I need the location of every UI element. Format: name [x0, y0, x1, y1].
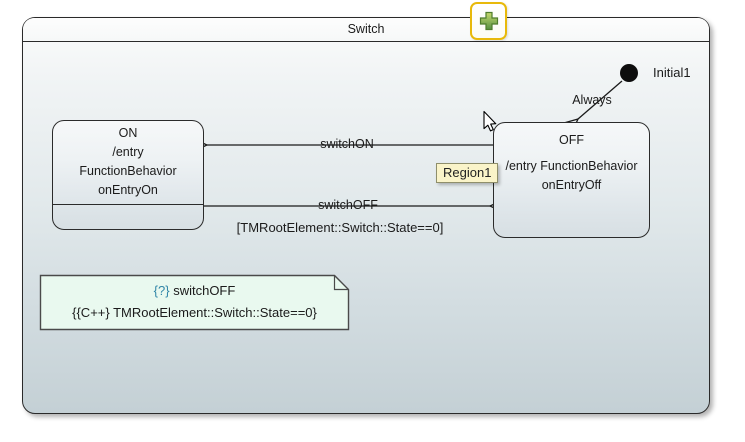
note-title: switchOFF — [173, 283, 236, 298]
state-off-name: OFF — [559, 133, 584, 147]
state-machine-title: Switch — [347, 22, 385, 36]
note-title-line: {?} switchOFF — [40, 280, 349, 302]
note-body: {{C++} TMRootElement::Switch::State==0} — [72, 305, 317, 320]
state-off-entry-line: /entry FunctionBehavior — [505, 159, 638, 173]
note-guard-icon: {?} — [153, 283, 170, 298]
transition-always-label[interactable]: Always — [572, 93, 612, 107]
state-off-action-line: onEntryOff — [541, 178, 602, 192]
state-on-name: ON — [118, 126, 138, 140]
note-switchoff-guard[interactable]: {?} switchOFF {{C++} TMRootElement::Swit… — [40, 280, 349, 324]
state-on[interactable]: ON /entry FunctionBehavior onEntryOn — [52, 120, 204, 230]
add-region-button[interactable] — [470, 2, 507, 40]
tooltip-region1: Region1 — [436, 163, 499, 183]
state-on-entry-line: /entry — [112, 145, 144, 159]
transition-switchon-label[interactable]: switchON — [320, 137, 374, 151]
plus-icon — [479, 11, 498, 31]
note-shape[interactable] — [39, 274, 350, 331]
state-machine-title-bar: Switch — [23, 18, 709, 42]
state-off[interactable]: OFF /entry FunctionBehavior onEntryOff — [493, 122, 650, 238]
state-on-action-line: onEntryOn — [98, 183, 158, 197]
transition-switchoff-guard[interactable]: [TMRootElement::Switch::State==0] — [236, 220, 444, 235]
transition-switchoff-label[interactable]: switchOFF — [318, 198, 378, 212]
state-on-behavior-line: FunctionBehavior — [79, 164, 177, 178]
initial-label[interactable]: Initial1 — [653, 65, 691, 80]
state-on-compartment-divider — [53, 204, 203, 205]
initial-pseudostate[interactable] — [620, 64, 638, 82]
transition-always-line[interactable] — [578, 80, 623, 119]
